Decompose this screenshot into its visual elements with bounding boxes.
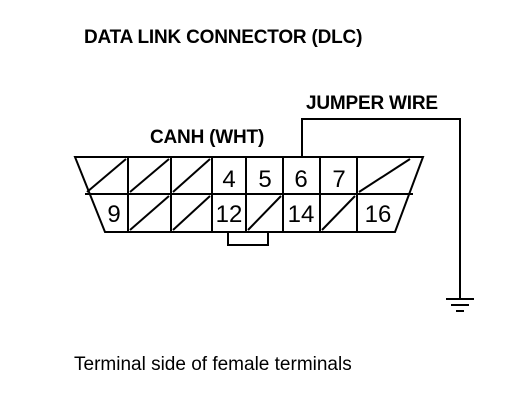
pin-number: 4	[222, 166, 235, 193]
empty-cell-diagonal	[247, 195, 282, 231]
connector-outline	[73, 156, 425, 233]
pin-number: 12	[216, 201, 243, 228]
empty-cell-diagonal	[86, 158, 127, 193]
pin-number: 7	[332, 166, 345, 193]
diagram-title: DATA LINK CONNECTOR (DLC)	[84, 27, 363, 48]
pin-number: 6	[294, 166, 307, 193]
pin-number: 16	[365, 201, 392, 228]
canh-label: CANH (WHT)	[150, 127, 265, 148]
empty-cell-diagonal	[129, 195, 170, 231]
pin-number: 5	[258, 166, 271, 193]
empty-cell-diagonal	[172, 158, 211, 193]
empty-cell-diagonal	[129, 158, 170, 193]
pin-number: 9	[107, 201, 120, 228]
jumper-wire-label: JUMPER WIRE	[306, 93, 438, 114]
locking-tab	[227, 232, 269, 246]
caption: Terminal side of female terminals	[74, 354, 352, 375]
jumper-wire	[301, 118, 461, 299]
pin-number: 14	[288, 201, 315, 228]
empty-cell-diagonal	[172, 195, 211, 231]
empty-cell-diagonal	[321, 195, 356, 231]
empty-cell-diagonal	[358, 158, 411, 193]
